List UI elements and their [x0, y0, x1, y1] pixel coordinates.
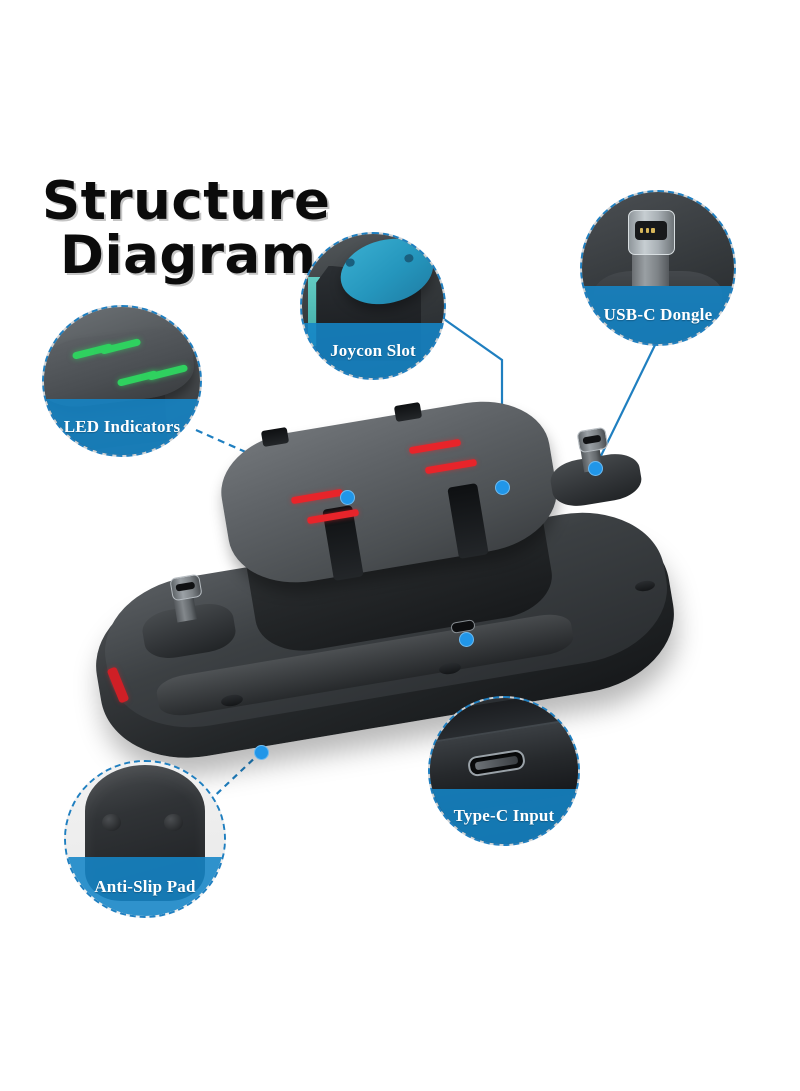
type-c-photo-port-tongue	[475, 756, 519, 771]
anchor-dot-anti-slip-pad	[254, 745, 269, 760]
page-title: Structure Diagram	[42, 171, 372, 286]
joycon-photo-hole-1	[345, 257, 356, 267]
usb-photo-pin-3	[651, 227, 655, 233]
callout-banner-type-c-input: Type-C Input	[430, 788, 578, 844]
callout-usb-c-dongle[interactable]: USB-C Dongle	[580, 190, 736, 346]
anchor-dot-joycon-slot	[495, 480, 510, 495]
page-title-line-2: Diagram	[60, 224, 317, 286]
joycon-photo-hole-2	[404, 253, 415, 263]
usb-photo-plug	[627, 210, 676, 255]
callout-joycon-slot[interactable]: Joycon Slot	[300, 232, 446, 380]
usb-c-dongle-head-right	[576, 426, 609, 454]
callout-banner-usb-c-dongle: USB-C Dongle	[582, 286, 734, 344]
callout-banner-joycon-slot: Joycon Slot	[302, 323, 444, 378]
callout-banner-led-indicators: LED Indicators	[44, 398, 200, 455]
anchor-dot-type-c-input	[459, 632, 474, 647]
callout-anti-slip-pad[interactable]: Anti-Slip Pad	[64, 760, 226, 918]
callout-label-led-indicators: LED Indicators	[63, 416, 181, 436]
callout-label-usb-c-dongle: USB-C Dongle	[603, 305, 713, 325]
page-title-line-1: Structure	[42, 171, 331, 232]
anchor-dot-led-indicators	[340, 490, 355, 505]
anti-slip-photo-pad-2	[164, 813, 184, 832]
usb-photo-plug-cavity	[635, 220, 668, 241]
usb-c-dongle-slot-right	[582, 434, 602, 445]
usb-photo-pin-2	[645, 227, 649, 233]
anti-slip-photo-pad-1	[101, 813, 121, 832]
product-illustration	[84, 390, 715, 815]
callout-label-anti-slip-pad: Anti-Slip Pad	[94, 876, 196, 896]
callout-banner-anti-slip-pad: Anti-Slip Pad	[66, 857, 224, 916]
callout-label-type-c-input: Type-C Input	[453, 806, 555, 826]
anchor-dot-usb-c-dongle	[588, 461, 603, 476]
usb-photo-pin-1	[639, 227, 644, 233]
usb-c-dongle-slot-left	[175, 581, 196, 592]
callout-led-indicators[interactable]: LED Indicators	[42, 305, 202, 457]
callout-label-joycon-slot: Joycon Slot	[330, 340, 416, 360]
callout-type-c-input[interactable]: Type-C Input	[428, 696, 580, 846]
